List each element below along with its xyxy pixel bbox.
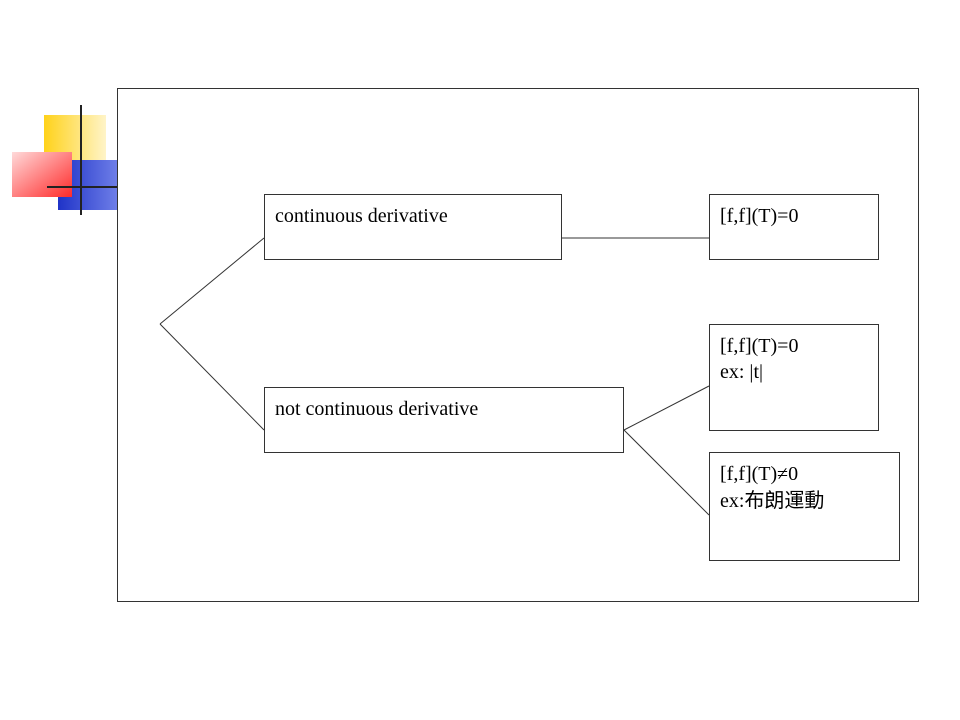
node-result-zero-top: [f,f](T)=0 [709,194,879,260]
connector-root-to-not-continuous [159,323,265,431]
slide-frame [117,88,919,602]
node-continuous-derivative: continuous derivative [264,194,562,260]
node-result-zero-abs-line2: ex: |t| [720,361,763,383]
node-result-nonzero-example-prefix: ex: [720,490,745,512]
node-not-continuous-derivative-label: not continuous derivative [275,398,479,420]
node-result-nonzero-line1: [f,f](T)≠0 [720,463,799,485]
node-continuous-derivative-label: continuous derivative [275,205,448,227]
node-result-zero-abs: [f,f](T)=0 ex: |t| [709,324,879,431]
logo-red-square [12,152,72,197]
logo-squares-icon [12,105,118,215]
node-result-nonzero-example-text: 布朗運動 [744,488,825,512]
node-result-nonzero-line2: ex:布朗運動 [720,487,889,514]
connector-root-to-continuous [159,237,265,325]
connector-not-continuous-to-nonzero [623,429,710,516]
node-result-zero-top-label: [f,f](T)=0 [720,205,799,227]
node-not-continuous-derivative: not continuous derivative [264,387,624,453]
node-result-nonzero: [f,f](T)≠0 ex:布朗運動 [709,452,900,561]
node-result-zero-abs-line1: [f,f](T)=0 [720,335,799,357]
connector-not-continuous-to-abs [623,385,710,431]
